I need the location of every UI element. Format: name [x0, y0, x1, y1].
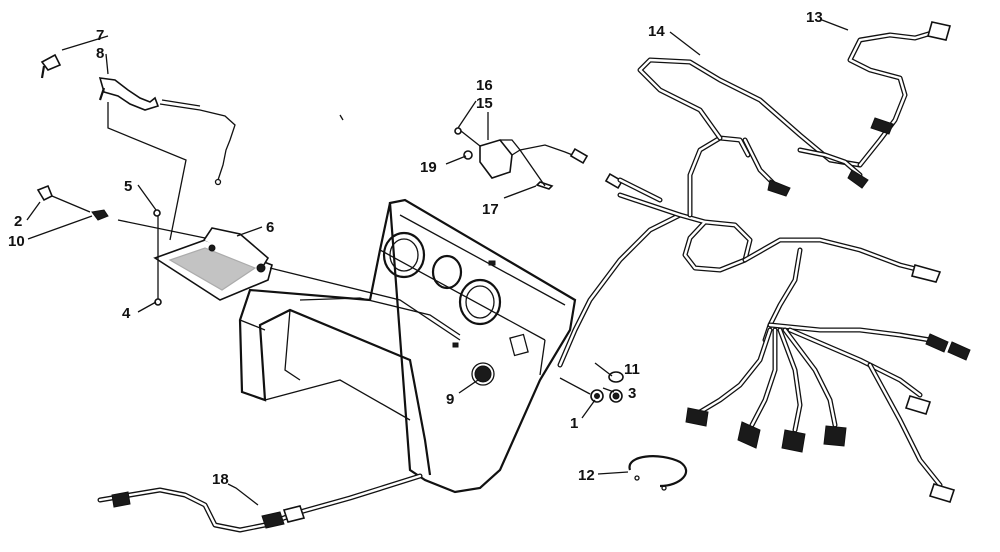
ignition-switch [474, 365, 492, 383]
callout-13: 13 [806, 9, 823, 26]
lower-harness [97, 473, 423, 533]
callout-4: 4 [122, 305, 131, 322]
callouts: 7 8 2 10 5 4 6 16 15 19 17 13 14 11 3 1 … [8, 9, 823, 488]
callout-11: 11 [624, 361, 640, 378]
hardware [559, 371, 624, 403]
callout-1: 1 [570, 415, 578, 432]
callout-16: 16 [476, 77, 493, 94]
gauge-hole-right [458, 278, 502, 326]
callout-19: 19 [420, 159, 437, 176]
main-wiring-harness [557, 57, 971, 503]
switch-block [454, 127, 624, 190]
callout-3: 3 [628, 385, 636, 402]
callout-17: 17 [482, 201, 499, 218]
callout-9: 9 [446, 391, 454, 408]
gauge-hole-middle [431, 254, 463, 290]
gauge-hole-left [382, 231, 426, 279]
callout-2: 2 [14, 213, 22, 230]
tail-harness [847, 21, 952, 168]
mounting-bracket [36, 184, 461, 341]
callout-6: 6 [266, 219, 274, 236]
callout-7: 7 [96, 27, 104, 44]
callout-5: 5 [124, 178, 132, 195]
leader-lines [26, 19, 849, 506]
callout-8: 8 [96, 45, 104, 62]
clamp [628, 455, 688, 491]
callout-10: 10 [8, 233, 25, 250]
console-housing [238, 198, 577, 494]
callout-18: 18 [212, 471, 229, 488]
callout-12: 12 [578, 467, 595, 484]
throttle-lever-assembly [40, 53, 236, 241]
callout-14: 14 [648, 23, 665, 40]
callout-15: 15 [476, 95, 493, 112]
